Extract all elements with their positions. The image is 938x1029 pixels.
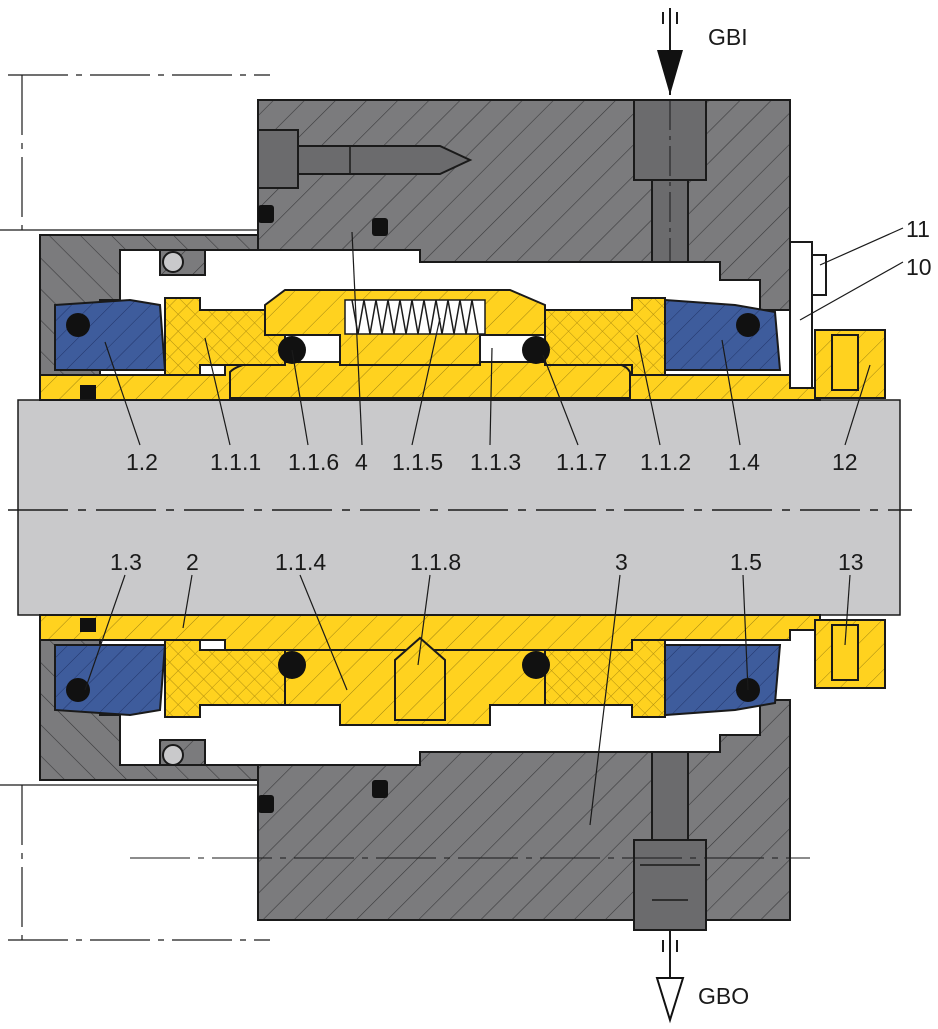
port-label-gbo: GBO <box>698 983 749 1009</box>
label-1-1-7: 1.1.7 <box>556 449 607 475</box>
label-1-1-4: 1.1.4 <box>275 549 326 575</box>
seal-assembly-top <box>54 251 782 376</box>
gbo-arrow <box>655 930 685 1024</box>
part-labels: 1.2 1.1.1 1.1.6 4 1.1.5 1.1.3 1.1.7 1.1.… <box>110 216 932 575</box>
label-1-1-2: 1.1.2 <box>640 449 691 475</box>
label-1-1-8: 1.1.8 <box>410 549 461 575</box>
label-1-1-3: 1.1.3 <box>470 449 521 475</box>
port-label-gbi: GBI <box>708 24 748 50</box>
label-1-5: 1.5 <box>730 549 762 575</box>
seal-assembly-bottom <box>54 636 782 766</box>
shaft <box>17 399 901 616</box>
label-1-1-1: 1.1.1 <box>210 449 261 475</box>
leader-lines <box>84 227 904 826</box>
label-3: 3 <box>615 549 628 575</box>
label-11: 11 <box>906 216 930 242</box>
label-1-3: 1.3 <box>110 549 142 575</box>
label-4: 4 <box>355 449 368 475</box>
label-1-1-6: 1.1.6 <box>288 449 339 475</box>
label-12: 12 <box>832 449 858 475</box>
clamp-collar <box>789 241 886 689</box>
label-2: 2 <box>186 549 199 575</box>
label-1-1-5: 1.1.5 <box>392 449 443 475</box>
label-1-2: 1.2 <box>126 449 158 475</box>
label-1-4: 1.4 <box>728 449 760 475</box>
gbi-arrow <box>657 8 683 95</box>
label-10: 10 <box>906 254 932 280</box>
label-13: 13 <box>838 549 864 575</box>
flange-outline <box>0 74 270 941</box>
housing-top <box>39 99 791 376</box>
sleeve-top <box>39 361 821 401</box>
